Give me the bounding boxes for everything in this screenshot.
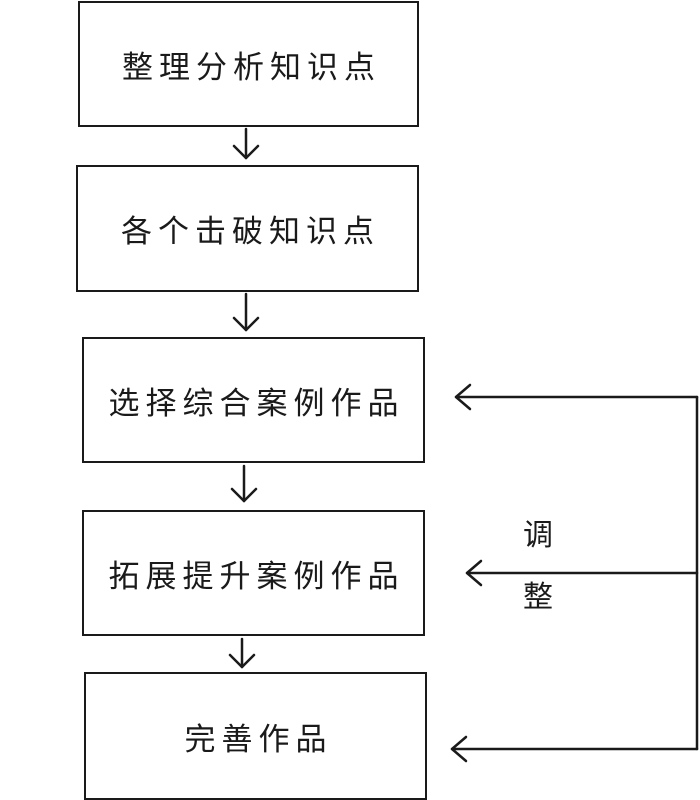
step-label-2: 各个击破知识点 [121,214,380,250]
down-arrow-3 [230,464,258,503]
step-label-3: 选择综合案例作品 [108,385,405,422]
step-box-3: 选择综合案例作品 [82,337,425,463]
feedback-label-bottom: 整 [523,580,553,615]
step-label-5: 完善作品 [184,721,333,758]
down-arrow-4 [228,637,256,669]
step-label-4: 拓展提升案例作品 [108,558,405,595]
step-box-4: 拓展提升案例作品 [82,510,425,636]
step-box-5: 完善作品 [84,672,427,800]
step-label-1: 整理分析知识点 [122,49,381,86]
feedback-label-top: 调 [523,518,553,553]
step-box-1: 整理分析知识点 [78,1,419,127]
step-box-2: 各个击破知识点 [76,165,419,292]
down-arrow-1 [232,127,260,160]
feedback-loop [450,383,699,763]
down-arrow-2 [232,292,260,332]
